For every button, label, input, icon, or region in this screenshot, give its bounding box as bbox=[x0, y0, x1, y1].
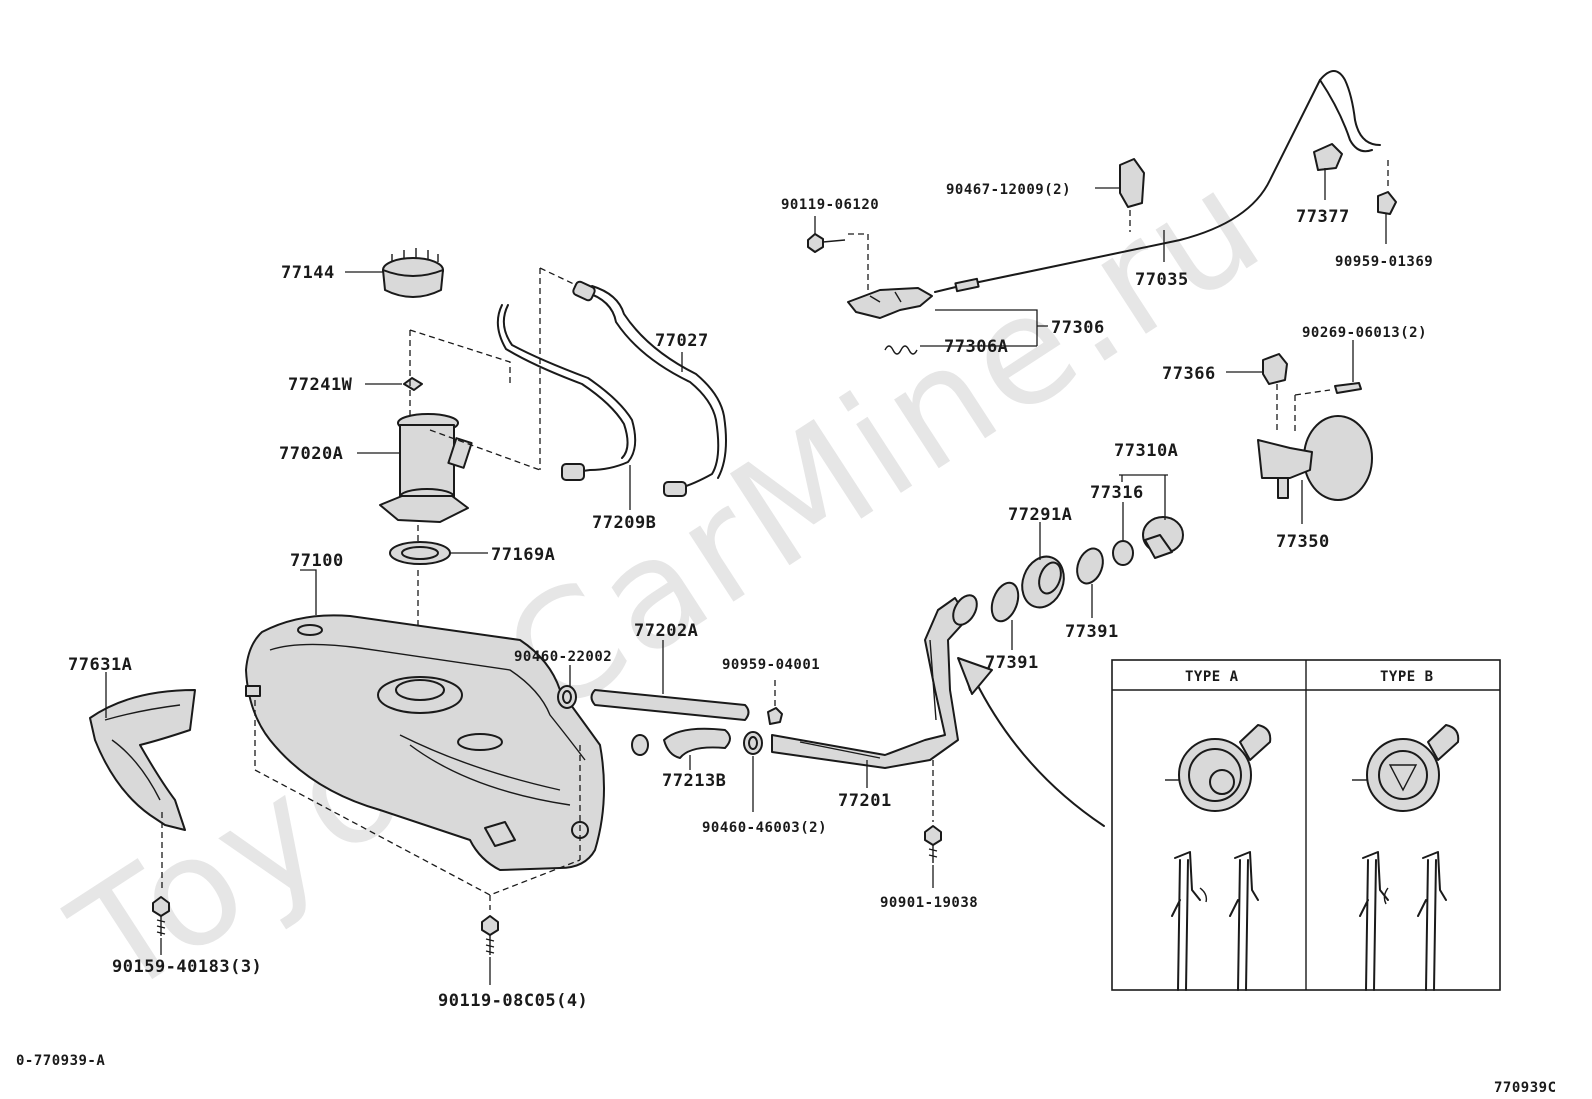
fuel-tank-77100 bbox=[245, 614, 605, 871]
label-77306a: 77306A bbox=[944, 337, 1008, 357]
gasket-77391-upper bbox=[1076, 547, 1104, 585]
fuel-lid-77350 bbox=[1257, 415, 1373, 501]
label-90467-12009: 90467-12009(2) bbox=[946, 182, 1071, 198]
label-77306: 77306 bbox=[1051, 318, 1105, 338]
label-77144: 77144 bbox=[281, 263, 335, 283]
clip-90959-01369 bbox=[1377, 191, 1397, 215]
filler-pipe-77201 bbox=[771, 594, 978, 769]
lock-ring-77144 bbox=[382, 248, 444, 298]
opener-lever-77306 bbox=[847, 287, 933, 319]
clip-90959-04001 bbox=[767, 707, 783, 725]
label-77020a: 77020A bbox=[279, 444, 343, 464]
protector-77631a bbox=[89, 689, 196, 831]
watermark: ToyotaCarMine.ru bbox=[44, 136, 1292, 1031]
label-90159-40183: 90159-40183(3) bbox=[112, 957, 262, 977]
label-77100: 77100 bbox=[290, 551, 344, 571]
label-77291a: 77291A bbox=[1008, 505, 1072, 525]
type-b-detail bbox=[1352, 724, 1460, 991]
hose-77202a bbox=[590, 689, 750, 721]
label-77027: 77027 bbox=[655, 331, 709, 351]
bolt-90901-19038 bbox=[924, 825, 942, 863]
bolt-90159-40183 bbox=[152, 896, 170, 936]
type-a-detail bbox=[1165, 724, 1272, 991]
label-77310a: 77310A bbox=[1114, 441, 1178, 461]
label-77366: 77366 bbox=[1162, 364, 1216, 384]
filler-cap-77310a bbox=[1142, 516, 1184, 559]
footer-right-code: 770939C bbox=[1494, 1080, 1557, 1096]
inset-type-b: TYPE B bbox=[1380, 669, 1434, 685]
fuel-tube-77209b bbox=[502, 304, 637, 473]
fuel-tube-77027 bbox=[584, 291, 720, 489]
label-77202a: 77202A bbox=[634, 621, 698, 641]
label-77213b: 77213B bbox=[662, 771, 726, 791]
inset-type-a: TYPE A bbox=[1185, 669, 1239, 685]
arrow-to-inset bbox=[961, 659, 1105, 827]
label-90119-08c05: 90119-08C05(4) bbox=[438, 991, 588, 1011]
label-77241w: 77241W bbox=[288, 375, 353, 395]
holder-77377 bbox=[1313, 143, 1343, 171]
lock-77366 bbox=[1262, 353, 1288, 385]
label-77391-lower: 77391 bbox=[985, 653, 1039, 673]
label-90460-46003: 90460-46003(2) bbox=[702, 820, 827, 836]
gasket-77241w bbox=[403, 377, 423, 391]
label-77316: 77316 bbox=[1090, 483, 1144, 503]
gasket-77391-lower bbox=[990, 581, 1020, 623]
label-90269-06013: 90269-06013(2) bbox=[1302, 325, 1427, 341]
label-77350: 77350 bbox=[1276, 532, 1330, 552]
clip-90467-12009 bbox=[1119, 158, 1145, 208]
spring-77306a bbox=[884, 345, 918, 355]
footer-left-code: 0-770939-A bbox=[16, 1053, 105, 1069]
label-77169a: 77169A bbox=[491, 545, 555, 565]
bolt-90119-08c05 bbox=[481, 915, 499, 955]
label-90901-19038: 90901-19038 bbox=[880, 895, 978, 911]
bolt-90119-06120 bbox=[807, 233, 846, 253]
clamp-90460-22002 bbox=[557, 685, 577, 709]
ring-77316 bbox=[1112, 540, 1134, 566]
clamp-90460-46003 bbox=[743, 731, 763, 755]
gasket-77169a bbox=[389, 541, 451, 565]
label-77035: 77035 bbox=[1135, 270, 1189, 290]
label-77631a: 77631A bbox=[68, 655, 132, 675]
label-90959-01369: 90959-01369 bbox=[1335, 254, 1433, 270]
hose-77213b bbox=[631, 727, 731, 759]
housing-77291a bbox=[1021, 555, 1065, 609]
label-90119-06120: 90119-06120 bbox=[781, 197, 879, 213]
inset-box bbox=[1111, 659, 1501, 991]
label-77391-upper: 77391 bbox=[1065, 622, 1119, 642]
fuel-pump-77020a bbox=[379, 413, 473, 523]
label-77377: 77377 bbox=[1296, 207, 1350, 227]
label-90460-22002: 90460-22002 bbox=[514, 649, 612, 665]
rivet-90269-06013 bbox=[1334, 382, 1362, 394]
label-77201: 77201 bbox=[838, 791, 892, 811]
label-77209b: 77209B bbox=[592, 513, 656, 533]
label-90959-04001: 90959-04001 bbox=[722, 657, 820, 673]
